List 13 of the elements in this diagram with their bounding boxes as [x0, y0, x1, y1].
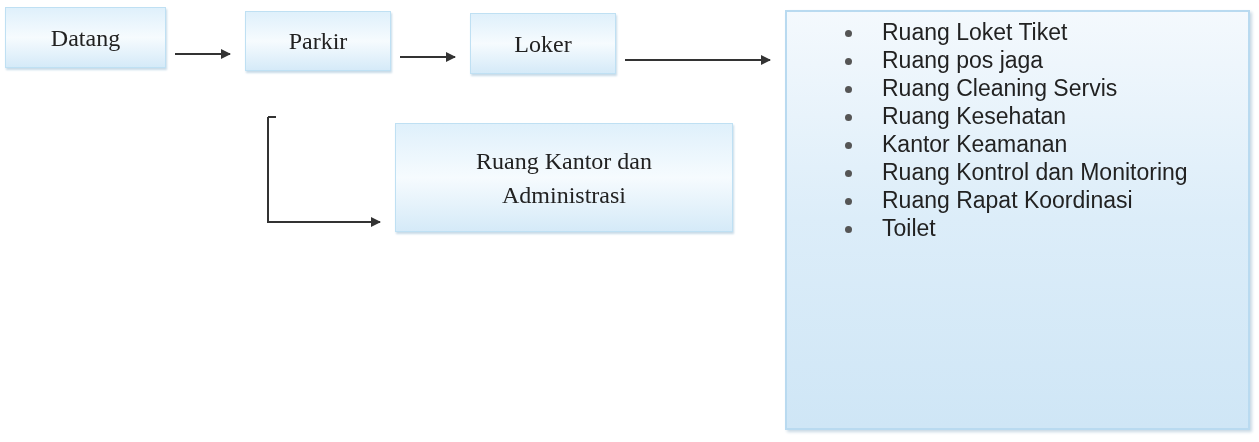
list-item: Ruang Kesehatan: [882, 102, 1068, 130]
list-item: Ruang Rapat Koordinasi: [882, 186, 1134, 214]
process-box: Datang: [5, 7, 166, 68]
list-box: [785, 10, 1250, 430]
process-box: Ruang Kantor dan Administrasi: [395, 123, 733, 232]
list-item: Ruang pos jaga: [882, 46, 1045, 74]
process-box: Parkir: [245, 11, 391, 71]
list-item: Kantor Keamanan: [882, 130, 1069, 158]
process-box: Loker: [470, 13, 616, 74]
list-item: Ruang Loket Tiket: [882, 18, 1069, 46]
list-item: Ruang Cleaning Servis: [882, 74, 1119, 102]
list-item: Ruang Kontrol dan Monitoring: [882, 158, 1189, 186]
list-item: Toilet: [882, 214, 937, 242]
